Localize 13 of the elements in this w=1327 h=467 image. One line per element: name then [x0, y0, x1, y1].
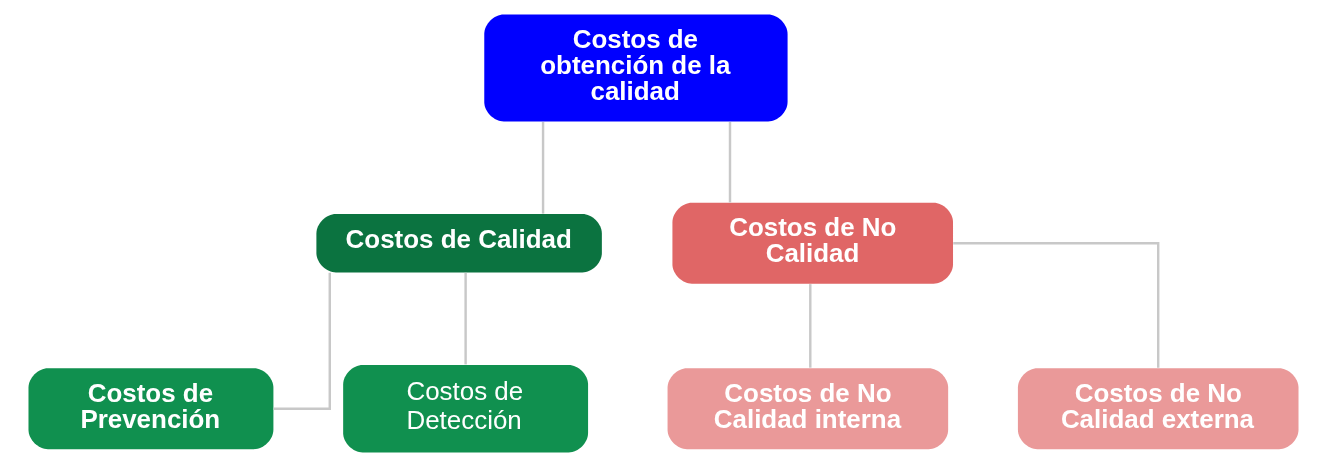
node-box: Costos de Detección	[343, 364, 589, 453]
node-box: Costos de No Calidad	[672, 202, 954, 284]
node-box: Costos de No Calidad interna	[667, 368, 949, 450]
node-box: Costos de No Calidad externa	[1017, 368, 1299, 450]
node-box: Costos de Calidad	[316, 214, 602, 273]
connector	[953, 242, 1160, 368]
node-box: Costos de Prevención	[28, 368, 274, 450]
connector	[541, 122, 545, 214]
connector	[464, 272, 467, 365]
node-box: Costos de obtención de la calidad	[484, 14, 788, 122]
connector	[728, 122, 732, 203]
connector	[809, 284, 812, 368]
connector	[273, 272, 331, 410]
